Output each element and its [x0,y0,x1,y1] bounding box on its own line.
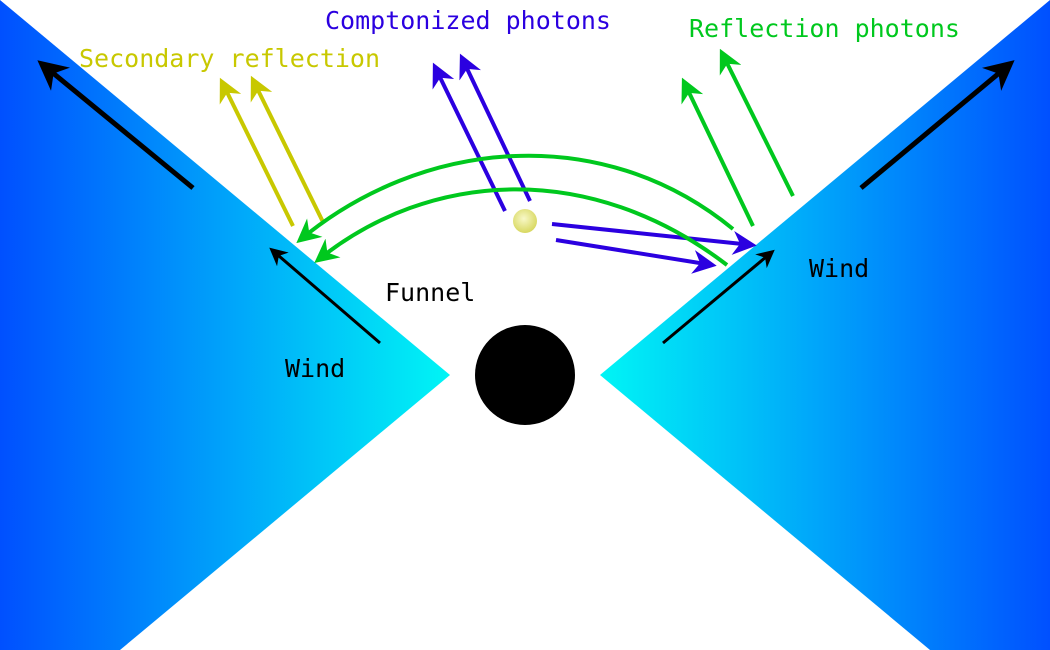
corona-source [513,209,537,233]
label-funnel: Funnel [385,278,475,307]
label-reflection-photons: Reflection photons [689,14,960,43]
wind-arrow-right-lower [662,249,775,345]
reflection-arc-lower [314,187,729,267]
label-secondary-reflection: Secondary reflection [79,44,380,73]
label-comptonized-photons: Comptonized photons [325,6,611,35]
black-hole [475,325,575,425]
wind-arrow-right-upper [859,60,1015,190]
left-wind-cone [0,0,450,650]
comptonized-arrow-up-1 [432,62,507,212]
label-wind-right: Wind [809,254,869,283]
comptonized-arrow-right-1 [551,222,757,255]
reflection-arc-upper [296,153,735,244]
wind-arrow-left-lower [269,247,381,345]
comptonized-arrow-right-2 [555,238,717,274]
reflection-arrow-up-2 [719,48,795,197]
wind-arrow-left-upper [37,60,195,190]
comptonized-arrow-up-2 [459,53,532,202]
reflection-arrow-up-1 [681,77,755,227]
label-wind-left: Wind [285,354,345,383]
secondary-reflection-arrow-2 [250,75,325,223]
secondary-reflection-arrow-1 [219,77,295,227]
right-wind-cone [600,0,1050,650]
